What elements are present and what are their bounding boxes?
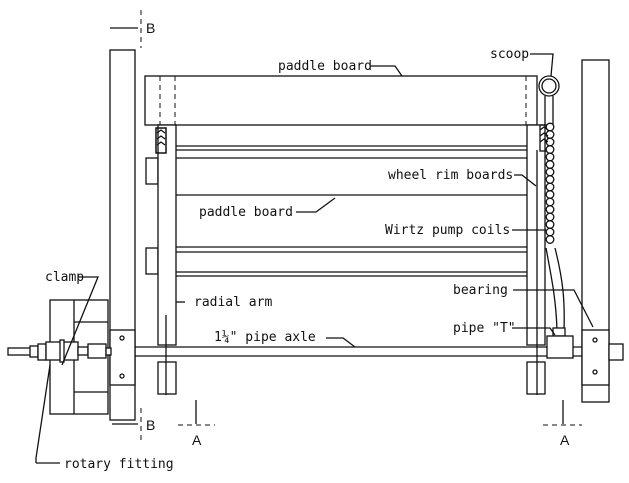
- coil-ring: [545, 175, 555, 184]
- coil-ring: [545, 220, 555, 229]
- leader-lines: [35, 53, 594, 464]
- coil-ring: [545, 205, 555, 214]
- label-rotary-fitting: rotary fitting: [64, 457, 174, 472]
- coil-ring: [545, 182, 555, 192]
- coil-ring: [545, 145, 555, 154]
- rim-hatch: [155, 126, 549, 154]
- coil-ring: [545, 160, 555, 169]
- paddle-board-top: [144, 75, 538, 126]
- wheel-boards: [145, 145, 527, 277]
- radial-arm-left: [155, 124, 177, 395]
- label-clamp: clamp: [45, 270, 84, 285]
- pipe-axle: [135, 343, 624, 361]
- label-paddle-board-top: paddle board: [278, 59, 372, 74]
- coil-ring: [545, 235, 555, 244]
- coil-ring: [545, 190, 555, 199]
- section-a-right: A: [560, 432, 570, 448]
- label-scoop: scoop: [490, 47, 529, 62]
- coil-ring: [545, 227, 555, 237]
- section-a-left: A: [192, 432, 202, 448]
- coil-ring: [545, 212, 555, 222]
- pump-coils: [545, 122, 555, 244]
- coil-ring: [545, 152, 555, 162]
- coil-ring: [545, 167, 555, 177]
- right-post: [581, 59, 610, 403]
- label-bearing: bearing: [453, 283, 508, 298]
- left-post: [109, 49, 136, 421]
- radial-arm-right: [526, 124, 549, 395]
- label-pipe-axle: 1¼" pipe axle: [214, 330, 316, 345]
- label-wheel-rim-boards: wheel rim boards: [388, 168, 513, 183]
- coil-ring: [545, 197, 555, 207]
- section-b-top: B: [146, 20, 155, 36]
- label-radial-arm: radial arm: [194, 295, 272, 310]
- section-b-bottom: B: [146, 417, 155, 433]
- label-pipe-t: pipe "T": [453, 321, 516, 336]
- section-marks: [110, 10, 582, 440]
- pipe-t: [545, 247, 574, 359]
- scoop: [538, 75, 560, 125]
- label-paddle-board-mid: paddle board: [199, 205, 293, 220]
- coil-ring: [545, 130, 555, 139]
- rotary-fitting: [7, 339, 112, 363]
- label-wirtz-pump-coils: Wirtz pump coils: [385, 223, 510, 238]
